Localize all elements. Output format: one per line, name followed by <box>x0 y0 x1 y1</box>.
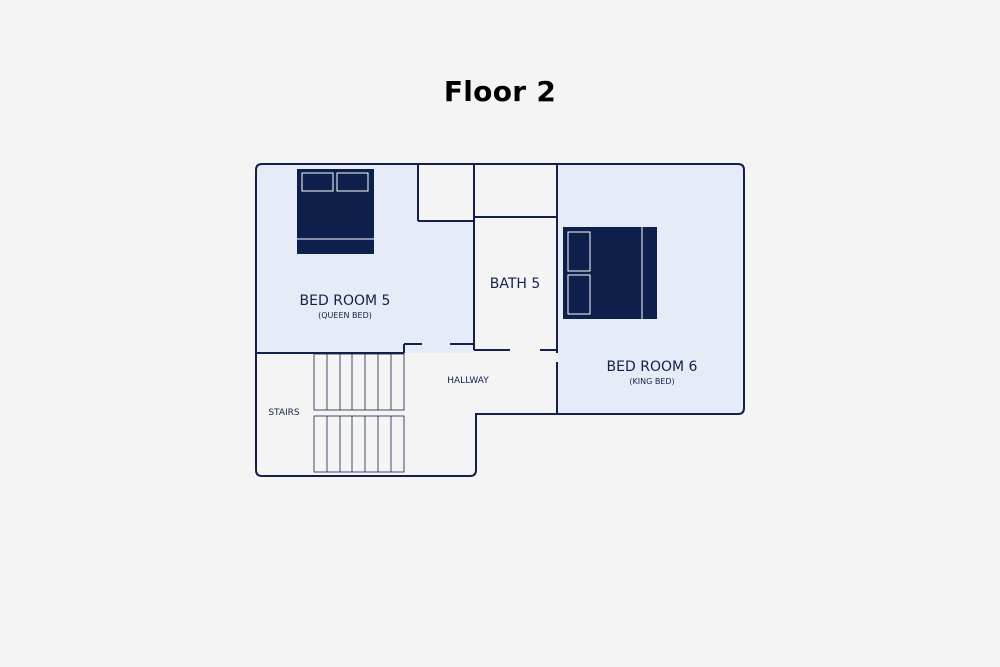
bedroom-6-bed-label: (KING BED) <box>629 377 674 386</box>
king-bed <box>563 227 657 319</box>
bedroom-5-closet-area <box>418 165 474 221</box>
bedroom-6-label: BED ROOM 6 <box>607 359 698 375</box>
interior-walls <box>256 164 558 414</box>
floor-title: Floor 2 <box>443 75 557 108</box>
stairs <box>313 353 405 473</box>
hallway-label: HALLWAY <box>447 376 489 386</box>
bath-5-label: BATH 5 <box>490 276 541 292</box>
outer-wall <box>255 163 745 477</box>
bedroom-5-label: BED ROOM 5 <box>300 293 391 309</box>
stairs-label: STAIRS <box>268 408 300 418</box>
bedroom-5-bed-label: (QUEEN BED) <box>318 311 372 320</box>
queen-bed <box>297 169 374 254</box>
